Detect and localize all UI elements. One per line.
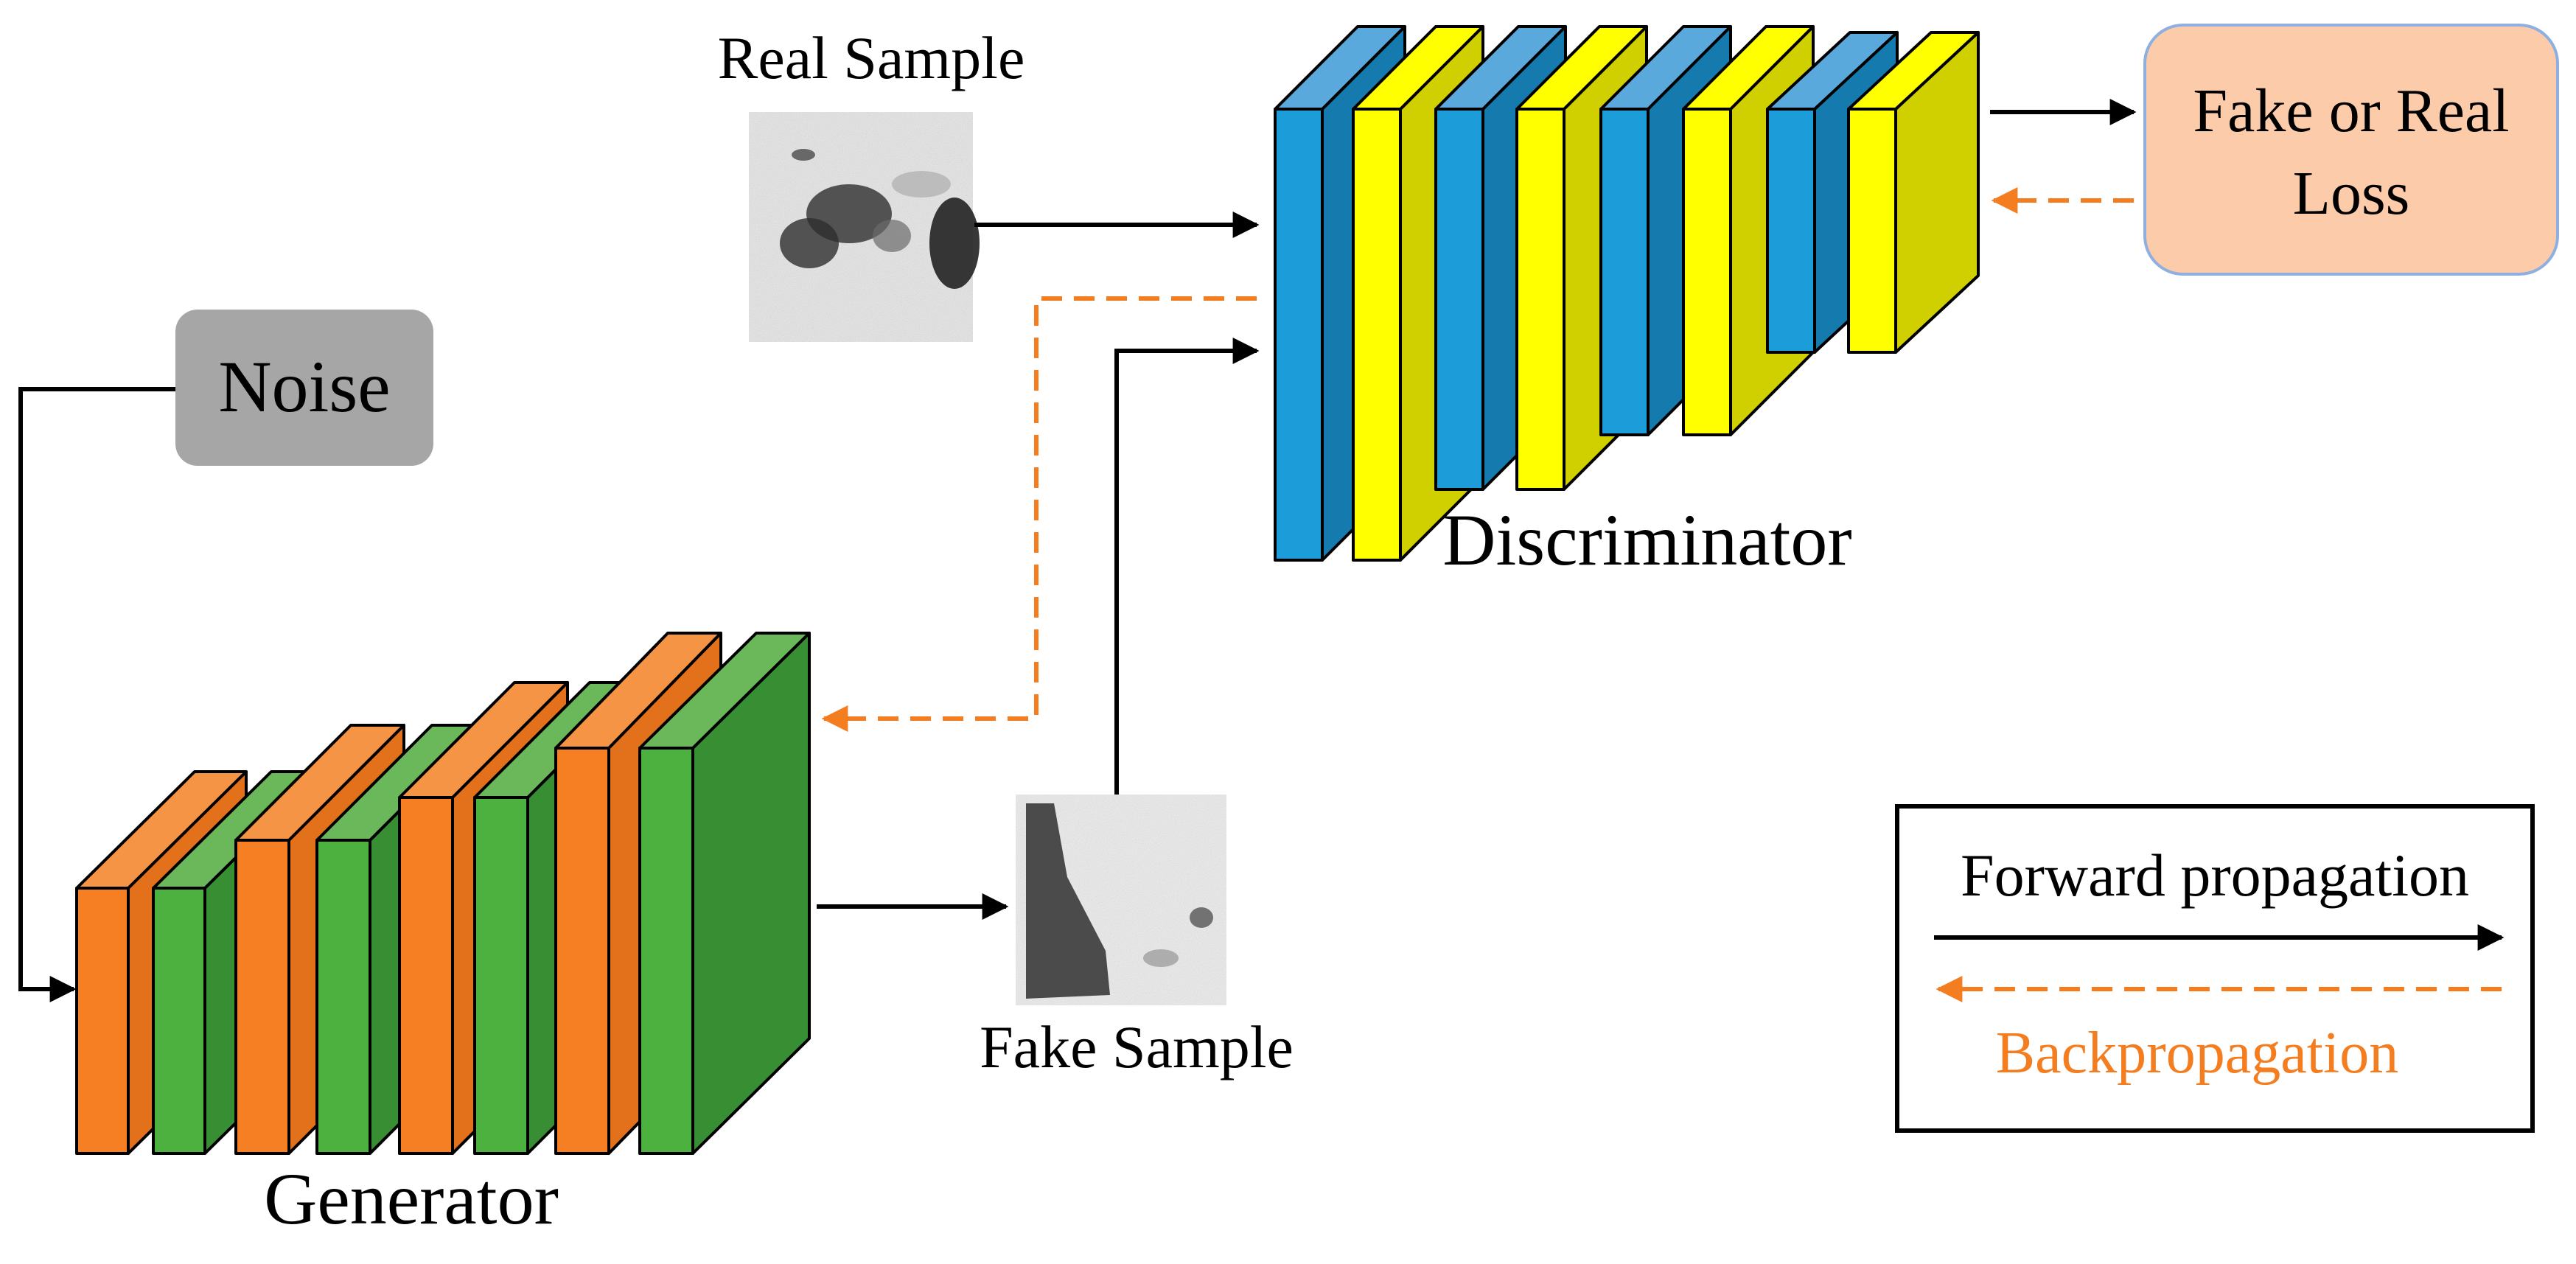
generator-label: Generator bbox=[264, 1158, 559, 1240]
noise-to-generator-arrow bbox=[18, 387, 175, 1002]
generator-layer-green-8-front bbox=[638, 747, 694, 1155]
discriminator-network bbox=[1274, 25, 1980, 562]
discriminator-layer-yellow-4-front bbox=[1515, 108, 1566, 491]
generator-layer-green-4-front bbox=[315, 839, 371, 1155]
discriminator-label: Discriminator bbox=[1442, 499, 1851, 581]
real-sample-label: Real Sample bbox=[718, 24, 1025, 91]
noise-label: Noise bbox=[218, 346, 390, 427]
legend: Forward propagation Backpropagation bbox=[1895, 804, 2535, 1133]
discriminator-layer-blue-5-front bbox=[1599, 108, 1650, 436]
real-sample-image bbox=[749, 112, 980, 342]
generator-layer-orange-1-front bbox=[75, 887, 130, 1155]
discriminator-layer-blue-1-front bbox=[1274, 108, 1324, 562]
discriminator-layer-yellow-2-front bbox=[1352, 108, 1402, 562]
noise-box: Noise bbox=[175, 310, 433, 466]
discriminator-layer-yellow-6-front bbox=[1682, 108, 1732, 436]
generator-layer-green-2-front bbox=[152, 887, 206, 1155]
generator-layer-orange-3-front bbox=[234, 839, 290, 1155]
discriminator-layer-blue-7-front bbox=[1766, 108, 1816, 354]
fake-sample-label: Fake Sample bbox=[980, 1013, 1294, 1080]
legend-backward-label: Backpropagation bbox=[1996, 1021, 2398, 1086]
generator-network bbox=[75, 632, 811, 1155]
loss-label-line2: Loss bbox=[2293, 159, 2410, 228]
generator-layer-green-8 bbox=[638, 632, 811, 1155]
loss-label-line1: Fake or Real bbox=[2193, 77, 2509, 145]
backprop-discriminator-to-generator-arrow bbox=[821, 296, 1257, 732]
discriminator-layer-yellow-8 bbox=[1847, 31, 1980, 354]
discriminator-layer-yellow-8-front bbox=[1847, 108, 1897, 354]
generator-layer-green-6-front bbox=[473, 796, 529, 1155]
generator-layer-orange-5-front bbox=[398, 796, 454, 1155]
fake-sample-image bbox=[1016, 795, 1226, 1005]
fake-to-discriminator-arrow bbox=[1114, 338, 1260, 796]
legend-forward-label: Forward propagation bbox=[1961, 842, 2469, 909]
loss-box: Fake or Real Loss bbox=[2143, 24, 2559, 276]
discriminator-layer-blue-3-front bbox=[1434, 108, 1484, 491]
generator-layer-orange-7-front bbox=[554, 747, 610, 1155]
